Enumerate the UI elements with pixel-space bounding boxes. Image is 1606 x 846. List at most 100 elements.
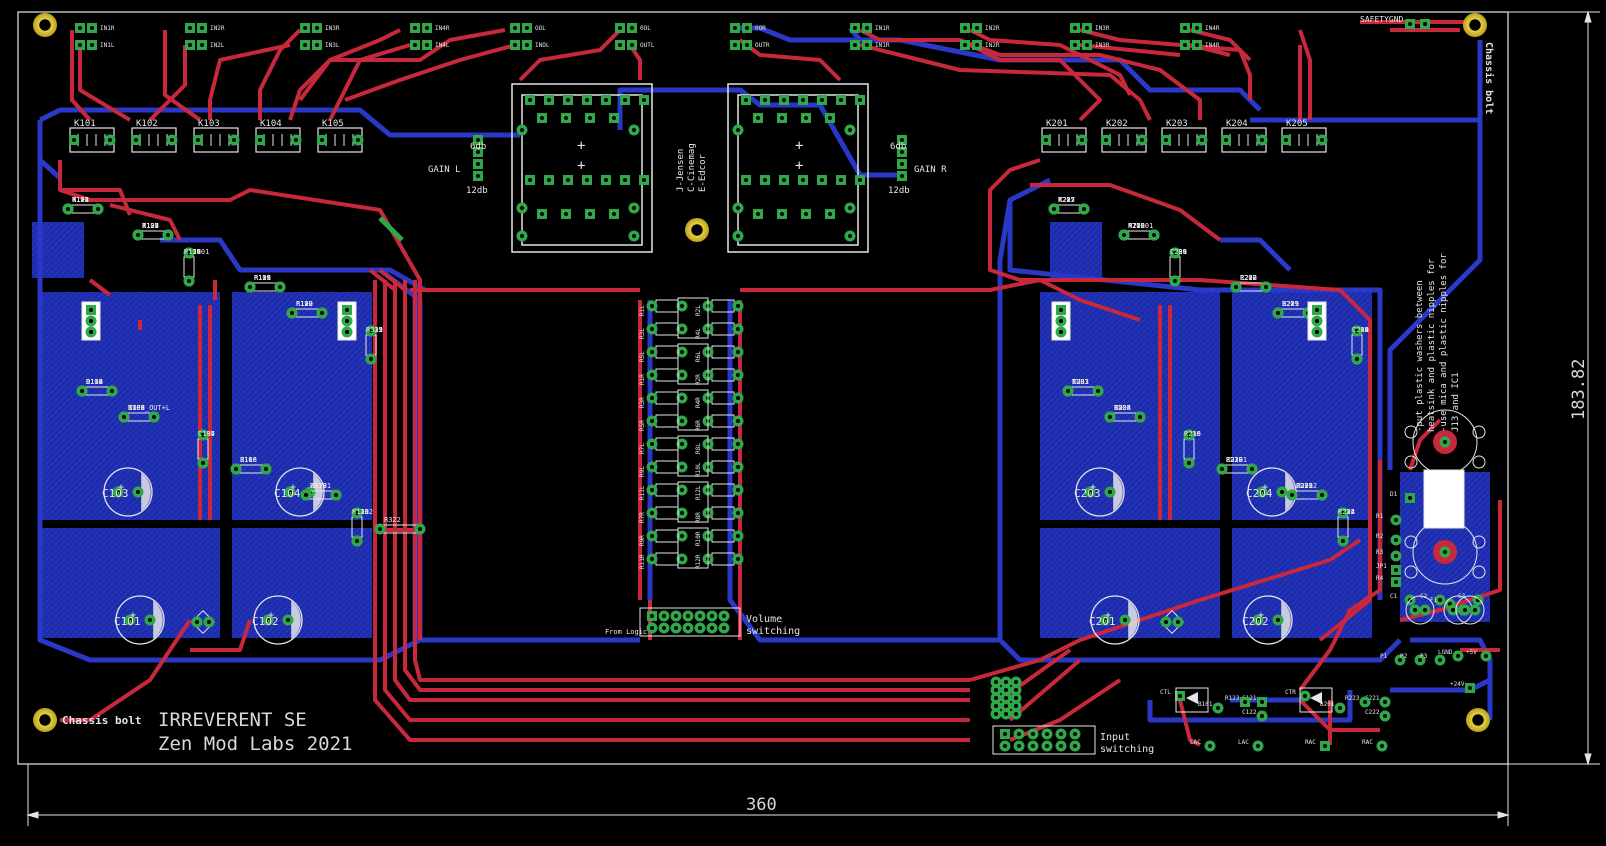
component[interactable]: C201 xyxy=(1169,247,1187,287)
ladder-resistor[interactable]: R8R xyxy=(695,506,744,523)
component[interactable]: C208 xyxy=(1104,404,1146,423)
transformer-right[interactable]: + + xyxy=(727,83,869,253)
component[interactable]: C107 xyxy=(197,429,215,469)
ladder-resistor[interactable]: R6L xyxy=(695,345,744,362)
relay[interactable]: K105 xyxy=(317,119,364,153)
relay[interactable]: K202 xyxy=(1101,119,1148,153)
mount-hole-center[interactable] xyxy=(685,218,709,242)
psu-part[interactable]: B201 xyxy=(1320,701,1346,714)
ladder-resistor[interactable]: R11R xyxy=(639,552,688,569)
component[interactable]: D101 xyxy=(76,378,118,397)
bridge-rectifier[interactable] xyxy=(1299,687,1333,713)
ladder-resistor[interactable]: R11L xyxy=(639,483,688,500)
ladder-resistor[interactable]: R6R xyxy=(695,414,744,431)
component[interactable]: R120 xyxy=(351,507,369,547)
component[interactable]: R223 xyxy=(1286,482,1328,501)
electrolytic-capacitor[interactable]: C102+ xyxy=(252,595,303,645)
ladder-resistor[interactable]: R7L xyxy=(639,437,688,454)
psu-part[interactable]: R223 xyxy=(1345,695,1371,708)
ladder-resistor[interactable]: R8L xyxy=(695,437,744,454)
ladder-resistor[interactable]: R2R xyxy=(695,368,744,385)
mount-hole-top-right[interactable] xyxy=(1463,13,1487,37)
psu-part[interactable]: CTL xyxy=(1160,689,1185,701)
psu-part[interactable]: D1 xyxy=(1390,491,1415,503)
psu-part[interactable]: +5V xyxy=(1466,649,1492,662)
component[interactable]: C106 xyxy=(118,404,160,423)
regulator-heatsink[interactable] xyxy=(1404,409,1486,585)
component[interactable]: R322 xyxy=(365,325,383,365)
volume-switching-header[interactable] xyxy=(639,607,741,637)
psu-part[interactable]: B101 xyxy=(1198,701,1224,714)
relay[interactable]: K103 xyxy=(193,119,240,153)
ladder-resistor[interactable]: R1L xyxy=(639,299,688,316)
ladder-resistor[interactable]: R1R xyxy=(639,368,688,385)
ladder-resistor[interactable]: R3R xyxy=(639,391,688,408)
component[interactable]: R124 xyxy=(132,222,174,241)
psu-capacitor[interactable] xyxy=(1455,595,1485,625)
psu-part[interactable]: +24V xyxy=(1450,681,1475,693)
ladder-resistor[interactable]: R10R xyxy=(695,529,744,546)
relay[interactable]: K102 xyxy=(131,119,178,153)
ntc-thermistor[interactable] xyxy=(1159,609,1185,635)
component[interactable]: C108 xyxy=(230,456,272,475)
ladder-resistor[interactable]: R9L xyxy=(639,460,688,477)
psu-part[interactable]: P3 xyxy=(1420,653,1446,666)
relay[interactable]: K101 xyxy=(69,119,116,153)
ladder-resistor[interactable]: R12R xyxy=(695,552,744,569)
ladder-resistor[interactable]: R2L xyxy=(695,299,744,316)
bridge-rectifier[interactable] xyxy=(1175,687,1209,713)
power-transistor[interactable] xyxy=(1051,301,1071,341)
power-transistor[interactable] xyxy=(337,301,357,341)
psu-part[interactable]: P1 xyxy=(1380,653,1406,666)
psu-capacitor[interactable] xyxy=(1405,595,1435,625)
component[interactable]: R215 xyxy=(1118,222,1160,241)
component[interactable]: R220 xyxy=(1216,456,1258,475)
psu-part[interactable]: RAC xyxy=(1305,739,1330,751)
psu-part[interactable]: C222 xyxy=(1365,709,1391,722)
ladder-resistor[interactable]: R12L xyxy=(695,483,744,500)
ladder-resistor[interactable]: R3L xyxy=(639,322,688,339)
psu-part[interactable]: C122 xyxy=(1242,709,1268,722)
component[interactable]: R322 xyxy=(374,516,426,535)
psu-part[interactable]: CTR xyxy=(1285,689,1311,702)
psu-part[interactable]: LAC xyxy=(1238,739,1264,752)
component[interactable]: R219 xyxy=(1183,429,1201,469)
electrolytic-capacitor[interactable]: C201+ xyxy=(1089,595,1140,645)
ntc-thermistor[interactable] xyxy=(190,609,216,635)
psu-part[interactable]: R123 xyxy=(1225,695,1250,707)
ladder-resistor[interactable]: R10L xyxy=(695,460,744,477)
ladder-resistor[interactable]: R5L xyxy=(639,345,688,362)
ladder-resistor[interactable]: R7R xyxy=(639,506,688,523)
electrolytic-capacitor[interactable]: C202+ xyxy=(1242,595,1293,645)
electrolytic-capacitor[interactable]: C103+ xyxy=(102,467,153,517)
component[interactable]: C207 xyxy=(1062,378,1104,397)
psu-part[interactable]: RAC xyxy=(1362,739,1388,752)
transformer-left[interactable]: + + xyxy=(511,83,653,253)
relay[interactable]: K104 xyxy=(255,119,302,153)
power-transistor[interactable] xyxy=(1307,301,1327,341)
relay[interactable]: K205 xyxy=(1281,119,1328,153)
electrolytic-capacitor[interactable]: C203+ xyxy=(1074,467,1125,517)
component[interactable]: R123 xyxy=(62,196,104,215)
component[interactable]: R115 xyxy=(244,274,286,293)
psu-part[interactable]: C221 xyxy=(1365,695,1391,708)
power-transistor[interactable] xyxy=(81,301,101,341)
psu-part[interactable]: LAC xyxy=(1190,739,1216,752)
relay[interactable]: K203 xyxy=(1161,119,1208,153)
psu-part[interactable]: R2 xyxy=(1376,533,1402,546)
mount-hole-bottom-right[interactable] xyxy=(1466,708,1490,732)
psu-part[interactable]: JP1 xyxy=(1376,563,1401,575)
ladder-resistor[interactable]: R4R xyxy=(695,391,744,408)
component[interactable]: R224 xyxy=(1337,507,1355,547)
